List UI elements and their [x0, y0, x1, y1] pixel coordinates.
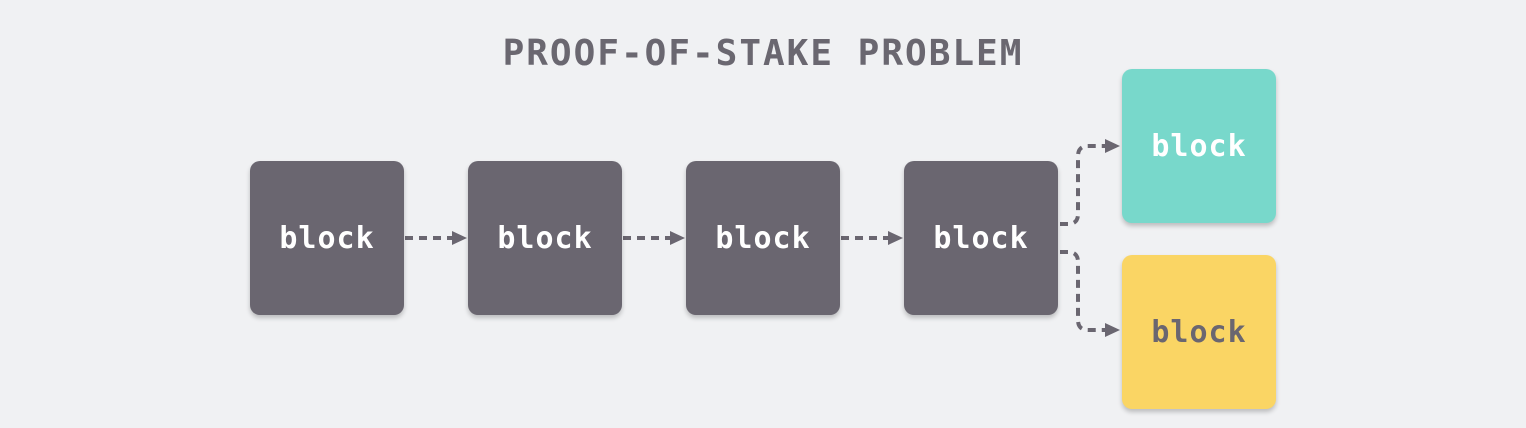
arrow-2-to-3	[623, 231, 685, 245]
chain-block-1: block	[250, 161, 404, 315]
arrow-3-to-4	[841, 231, 903, 245]
fork-arrow-upper	[1060, 139, 1120, 226]
chain-block-3: block	[686, 161, 840, 315]
chain-block-2: block	[468, 161, 622, 315]
fork-arrow-lower	[1060, 250, 1120, 337]
diagram-title: PROOF-OF-STAKE PROBLEM	[502, 33, 1024, 74]
chain-block-4: block	[904, 161, 1058, 315]
arrow-1-to-2	[405, 231, 467, 245]
fork-block-teal: block	[1122, 69, 1276, 223]
fork-block-yellow: block	[1122, 255, 1276, 409]
